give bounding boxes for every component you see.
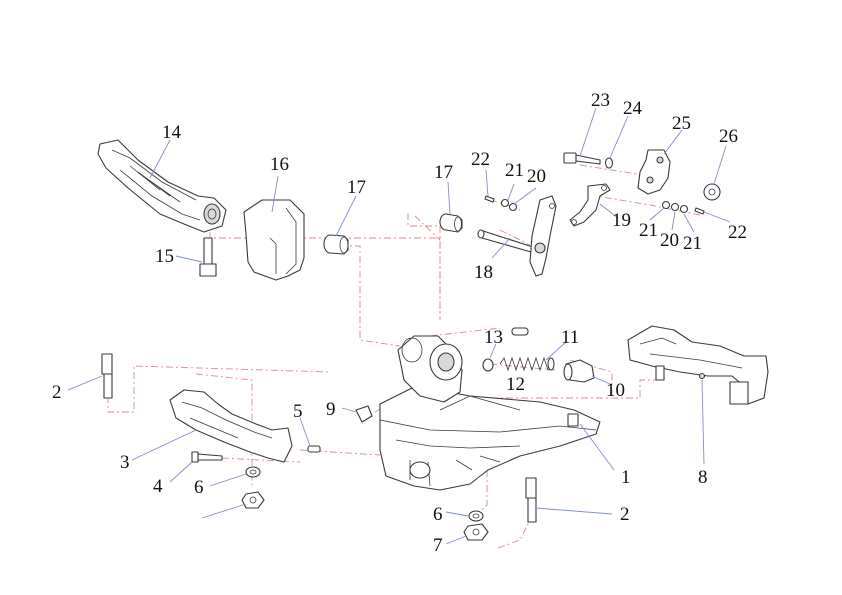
callout-6-left: 6 <box>194 477 204 498</box>
part-4-screw <box>191 451 223 463</box>
part-1-main-frame <box>379 335 601 491</box>
part-18-lever-shaft <box>477 195 557 277</box>
callout-25: 25 <box>672 113 691 134</box>
part-3-side-bracket <box>169 389 293 463</box>
callout-22-right: 22 <box>728 222 747 243</box>
callout-21-right: 21 <box>683 233 702 254</box>
part-12-cap <box>482 358 494 372</box>
part-19-link-rod <box>569 183 611 227</box>
callout-12: 12 <box>506 374 525 395</box>
callout-17-left: 17 <box>347 177 366 198</box>
callout-22-left: 22 <box>471 149 490 170</box>
part-14-pedal-arm <box>97 139 227 233</box>
callout-13: 13 <box>484 327 503 348</box>
part-2-bolt-left <box>101 353 113 399</box>
callout-20-left: 20 <box>527 166 546 187</box>
callout-8: 8 <box>698 467 708 488</box>
part-5-pin <box>307 445 321 453</box>
callout-2-right: 2 <box>620 504 630 525</box>
callout-26: 26 <box>719 126 738 147</box>
part-16-pedal-cover <box>243 199 305 281</box>
callout-9: 9 <box>326 399 336 420</box>
callout-10: 10 <box>606 380 625 401</box>
callout-1: 1 <box>621 467 631 488</box>
part-17-bushing-right <box>439 213 463 233</box>
part-25-bracket <box>637 149 671 195</box>
part-2-bolt-right <box>525 477 537 523</box>
part-10-knob <box>563 359 595 383</box>
part-6-washer-left <box>245 466 261 478</box>
callout-20-right: 20 <box>660 230 679 251</box>
callout-3: 3 <box>120 452 130 473</box>
part-6-washer-right <box>468 510 484 522</box>
part-13-pin <box>511 327 529 336</box>
callout-14: 14 <box>162 122 182 143</box>
callout-16: 16 <box>270 154 289 175</box>
callout-19: 19 <box>612 210 631 231</box>
leader-lines <box>67 107 731 545</box>
callout-7: 7 <box>433 535 443 556</box>
part-8-bracket <box>627 325 769 405</box>
washers-left-group <box>484 195 518 212</box>
callout-23: 23 <box>591 90 610 111</box>
part-17-bushing-left <box>323 234 349 255</box>
callout-2-left: 2 <box>52 382 62 403</box>
callout-24: 24 <box>623 98 643 119</box>
part-11-spring <box>499 356 555 372</box>
part-24-washer <box>604 157 614 169</box>
callout-5: 5 <box>293 401 303 422</box>
callouts: 1 2 2 3 4 5 6 6 7 8 9 10 11 12 13 14 15 … <box>52 90 747 556</box>
washers-right-group <box>661 200 705 215</box>
callout-6-right: 6 <box>433 504 443 525</box>
callout-21-mid: 21 <box>639 220 658 241</box>
callout-21-left: 21 <box>505 160 524 181</box>
callout-17-right: 17 <box>434 162 453 183</box>
part-7-nut <box>463 523 489 541</box>
part-26-bushing <box>703 183 721 201</box>
part-9-nipple <box>355 405 373 423</box>
callout-15: 15 <box>155 246 174 267</box>
part-23-bolt <box>563 152 601 165</box>
callout-18: 18 <box>474 262 493 283</box>
nut-left <box>241 491 265 509</box>
callout-4: 4 <box>153 476 163 497</box>
part-15-screw <box>199 237 217 277</box>
callout-11: 11 <box>561 327 579 348</box>
